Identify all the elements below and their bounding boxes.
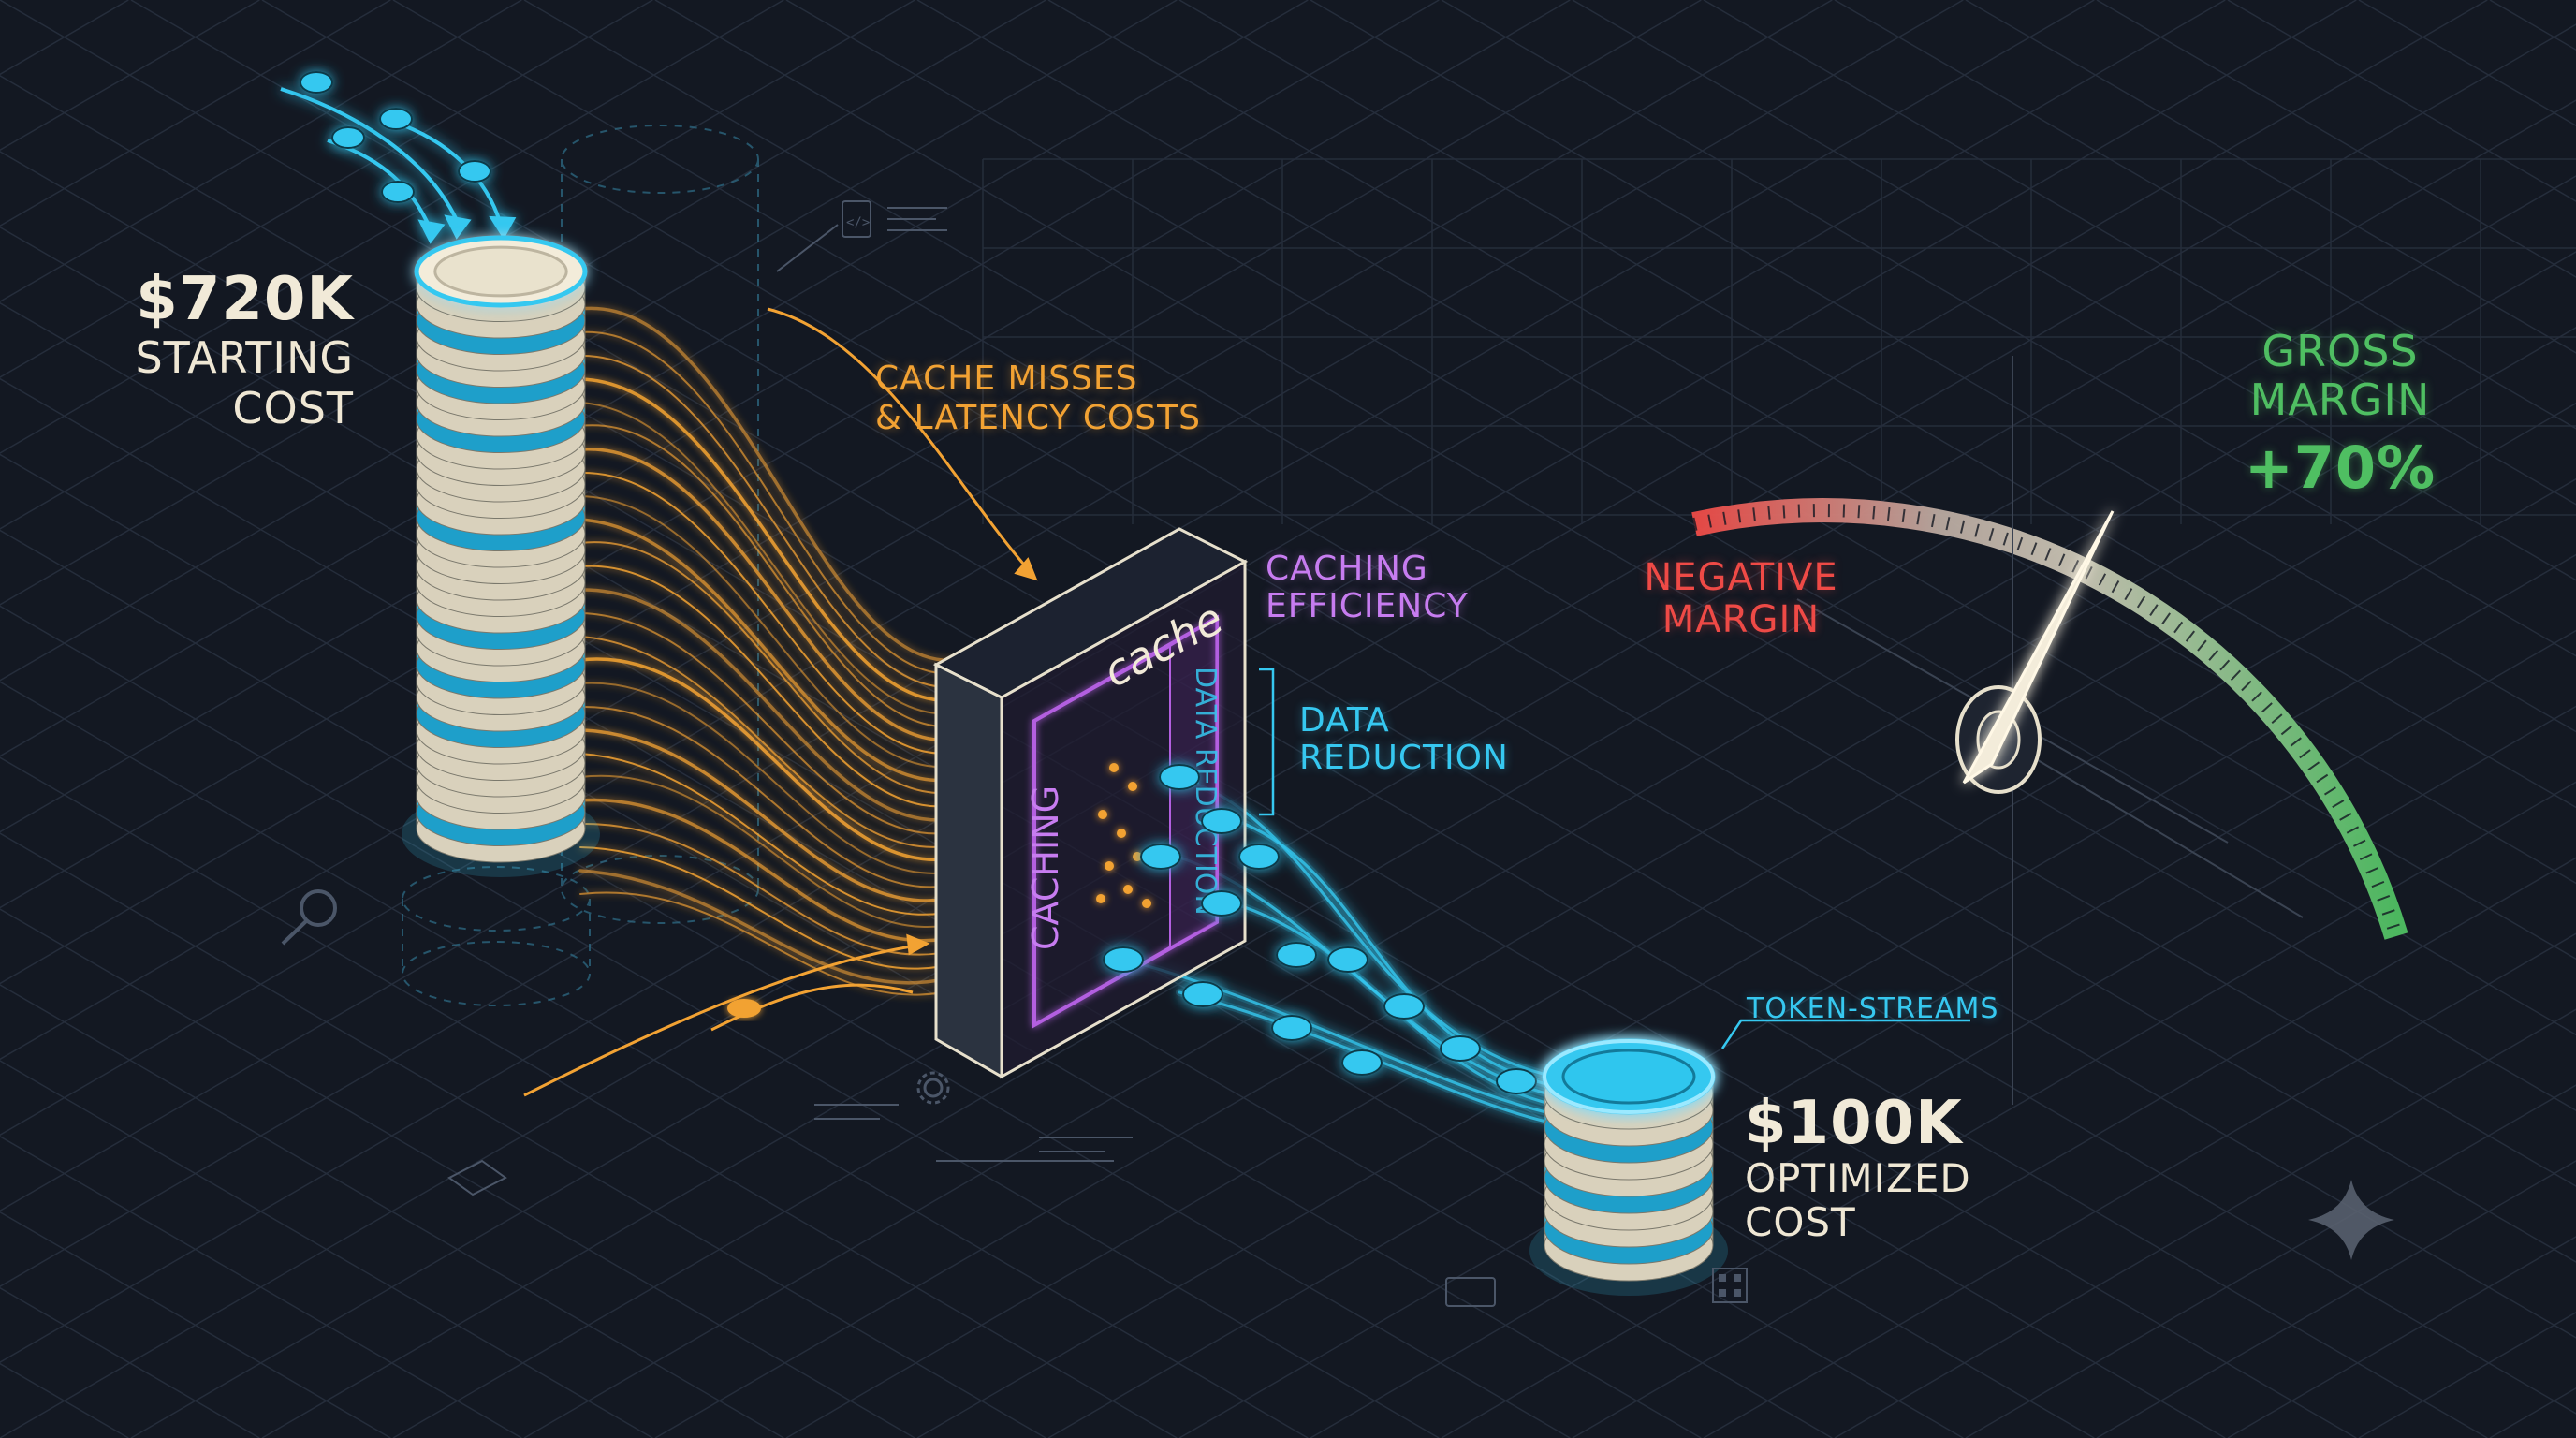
gross-margin-value: +70% xyxy=(2244,433,2437,502)
gear-icon xyxy=(916,1071,950,1105)
starting-cost-coin-stack xyxy=(402,235,600,877)
gross-margin-label-1: GROSS xyxy=(2261,326,2419,376)
qr-icon xyxy=(1712,1268,1748,1303)
stream-tokens xyxy=(1103,764,1537,1094)
cache-misses-label-1: CACHE MISSES xyxy=(875,360,1138,398)
document-icon xyxy=(447,1104,1496,1307)
starting-cost-label-2: COST xyxy=(232,383,354,433)
starting-cost-amount: $720K xyxy=(136,265,354,334)
optimized-cost-label-2: COST xyxy=(1745,1199,1856,1245)
optimized-cost-label-1: OPTIMIZED xyxy=(1745,1155,1971,1201)
negative-margin-label-1: NEGATIVE xyxy=(1644,556,1838,599)
cache-box-side-label: DATA REDUCTION xyxy=(1189,667,1222,916)
label-leaders xyxy=(1259,668,1970,1049)
caching-efficiency-label-2: EFFICIENCY xyxy=(1266,587,1469,625)
cache-particles xyxy=(1096,763,1151,908)
gross-margin-label-2: MARGIN xyxy=(2249,374,2431,425)
sparkle-icon xyxy=(2308,1180,2394,1260)
token-streams-label: TOKEN-STREAMS xyxy=(1747,992,1999,1025)
orange-token xyxy=(727,999,761,1018)
starting-cost-label-1: STARTING xyxy=(135,332,354,383)
code-file-icon: </> xyxy=(776,200,947,272)
search-icon xyxy=(281,889,337,946)
cache-miss-streams xyxy=(578,306,980,996)
incoming-token-arrows xyxy=(280,87,517,244)
gauge-needle xyxy=(1962,510,2115,785)
cache-box-left-label: CACHING xyxy=(1025,785,1066,950)
incoming-tokens xyxy=(300,71,491,203)
caching-efficiency-label-1: CACHING xyxy=(1266,550,1428,588)
svg-text:</>: </> xyxy=(846,215,870,230)
optimized-cost-amount: $100K xyxy=(1745,1089,1963,1158)
cache-misses-label-2: & LATENCY COSTS xyxy=(875,399,1201,437)
negative-margin-label-2: MARGIN xyxy=(1661,598,1821,641)
optimized-cost-coin-stack xyxy=(1530,1038,1728,1296)
data-reduction-label-1: DATA xyxy=(1299,701,1390,740)
data-reduction-label-2: REDUCTION xyxy=(1299,739,1509,777)
